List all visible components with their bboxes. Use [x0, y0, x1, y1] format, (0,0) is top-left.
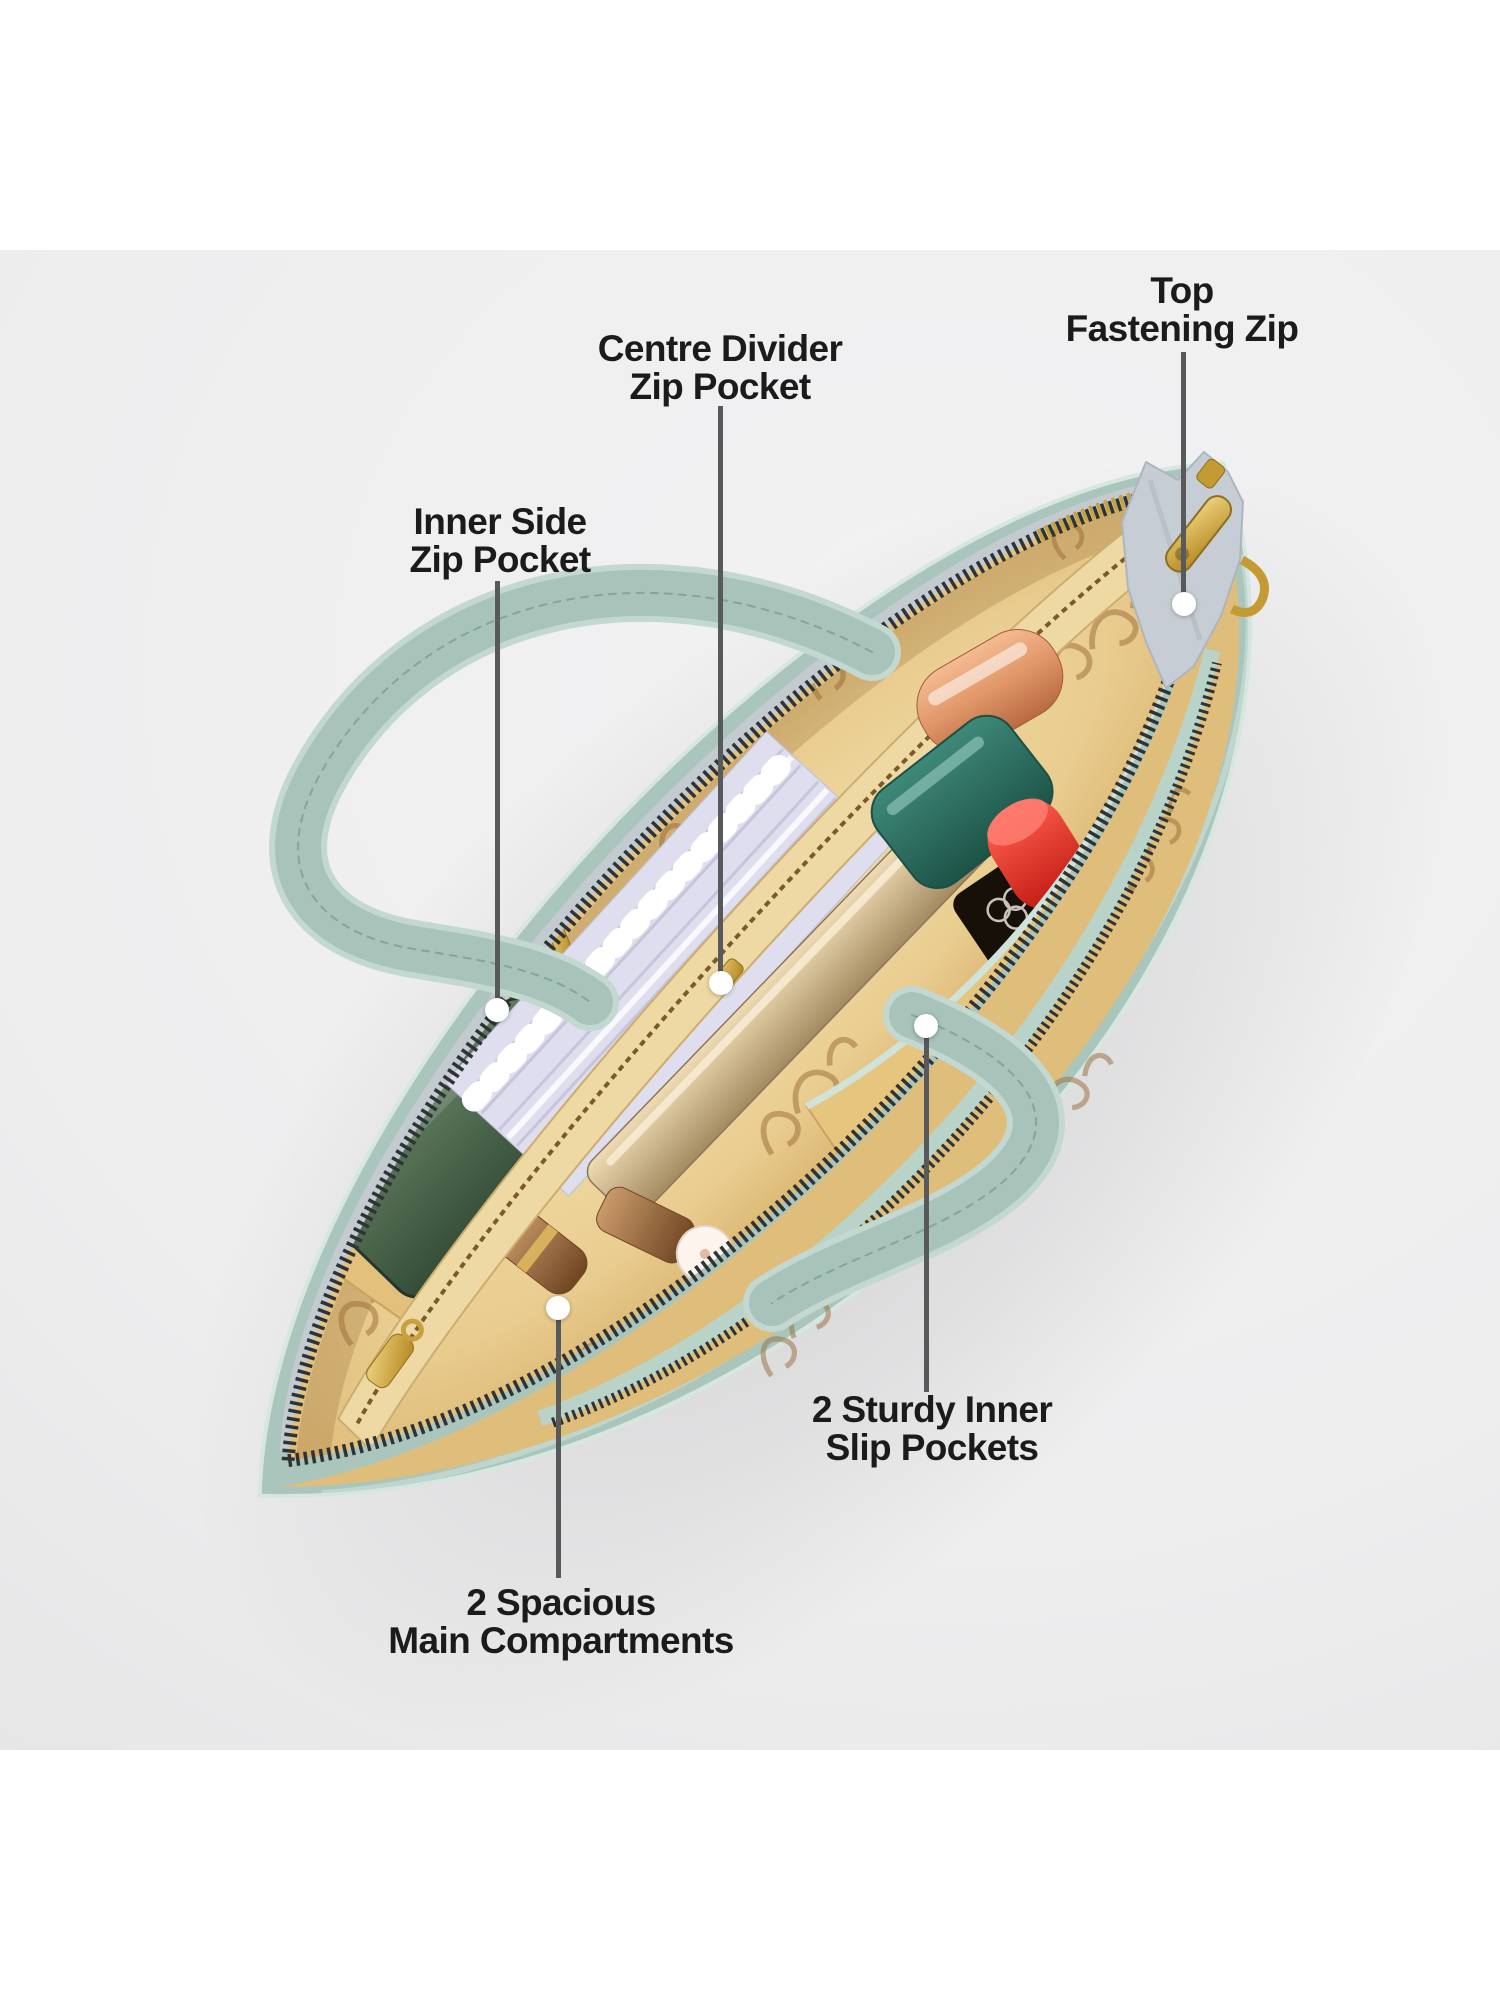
- callout-dot-inner-side: [485, 998, 509, 1022]
- callout-dot-main-compartments: [546, 1296, 570, 1320]
- callout-label-sturdy-inner-slip-pockets: 2 Sturdy Inner Slip Pockets: [811, 1389, 1053, 1468]
- callout-label-centre-divider-zip-pocket: Centre Divider Zip Pocket: [598, 330, 843, 406]
- callout-label-top-fastening-zip: Top Fastening Zip: [1066, 272, 1299, 348]
- callout-text-line1: Centre Divider: [597, 328, 843, 369]
- callout-text-line1: 2 Spacious: [466, 1582, 656, 1623]
- front-zip-edge: [537, 648, 1221, 1427]
- callout-label-inner-side-zip-pocket: Inner Side Zip Pocket: [409, 501, 591, 580]
- teal-case: [870, 714, 1054, 890]
- callout-line-main-compartments: [556, 1308, 561, 1578]
- zipper-teeth: [281, 479, 1211, 1468]
- callout-line-slip-pockets: [924, 1026, 929, 1392]
- callout-text-line1: Inner Side: [413, 501, 587, 542]
- callout-dot-slip-pockets: [914, 1014, 938, 1038]
- callout-text-line2: Slip Pockets: [825, 1427, 1039, 1468]
- callout-text-line2: Zip Pocket: [409, 539, 591, 580]
- bag-body: [257, 323, 1253, 1498]
- callout-text-line1: 2 Sturdy Inner: [811, 1389, 1053, 1430]
- left-zip-pull-icon: [366, 1318, 424, 1389]
- callout-line-inner-side: [495, 581, 500, 1010]
- strap-right: [743, 986, 1065, 1332]
- bag-illustration: [190, 250, 1450, 1742]
- callout-text-line1: Top: [1150, 270, 1214, 311]
- callout-text-line2: Zip Pocket: [629, 366, 811, 407]
- callout-text-line2: Fastening Zip: [1065, 308, 1299, 349]
- callout-text-line2: Main Compartments: [388, 1620, 734, 1661]
- callout-dot-top-fastening-zip: [1172, 592, 1196, 616]
- strap-left: [269, 564, 901, 1031]
- callout-line-top-fastening-zip: [1181, 352, 1186, 604]
- callout-line-centre-divider: [718, 406, 723, 983]
- callout-label-spacious-main-compartments: 2 Spacious Main Compartments: [388, 1582, 734, 1661]
- callout-dot-centre-divider: [709, 971, 733, 995]
